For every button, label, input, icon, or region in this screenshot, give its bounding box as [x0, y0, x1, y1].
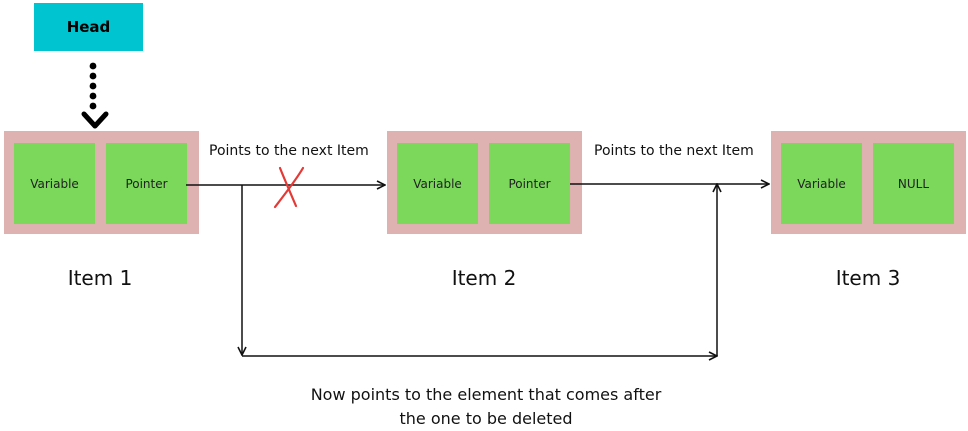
- item-2-caption: Item 2: [451, 266, 517, 290]
- node-2-variable-cell: Variable: [397, 143, 478, 224]
- node-1-variable-cell: Variable: [14, 143, 95, 224]
- node-2-variable-label: Variable: [413, 176, 462, 191]
- cross-out-icon: [273, 166, 305, 209]
- item-3-caption: Item 3: [835, 266, 901, 290]
- bypass-caption-line-2: the one to be deleted: [399, 409, 573, 428]
- bypass-caption-line-1: Now points to the element that comes aft…: [310, 385, 662, 404]
- edge-1-label: Points to the next Item: [209, 143, 369, 159]
- node-3-pointer-cell: NULL: [873, 143, 954, 224]
- bypass-caption: Now points to the element that comes aft…: [256, 383, 716, 431]
- node-1-variable-label: Variable: [30, 176, 79, 191]
- node-item-1: Variable Pointer: [4, 131, 199, 234]
- item-1-caption: Item 1: [67, 266, 133, 290]
- node-3-variable-label: Variable: [797, 176, 846, 191]
- bypass-route: [242, 184, 717, 356]
- node-3-pointer-label: NULL: [897, 176, 930, 191]
- node-item-3: Variable NULL: [771, 131, 966, 234]
- node-1-pointer-label: Pointer: [125, 176, 168, 191]
- node-2-pointer-label: Pointer: [508, 176, 551, 191]
- node-1-pointer-cell: Pointer: [106, 143, 187, 224]
- head-label: Head: [66, 18, 111, 36]
- head-pointer-arrow: [81, 62, 109, 129]
- node-3-variable-cell: Variable: [781, 143, 862, 224]
- node-item-2: Variable Pointer: [387, 131, 582, 234]
- node-2-pointer-cell: Pointer: [489, 143, 570, 224]
- edge-2-label: Points to the next Item: [594, 143, 754, 159]
- head-box: Head: [34, 3, 143, 51]
